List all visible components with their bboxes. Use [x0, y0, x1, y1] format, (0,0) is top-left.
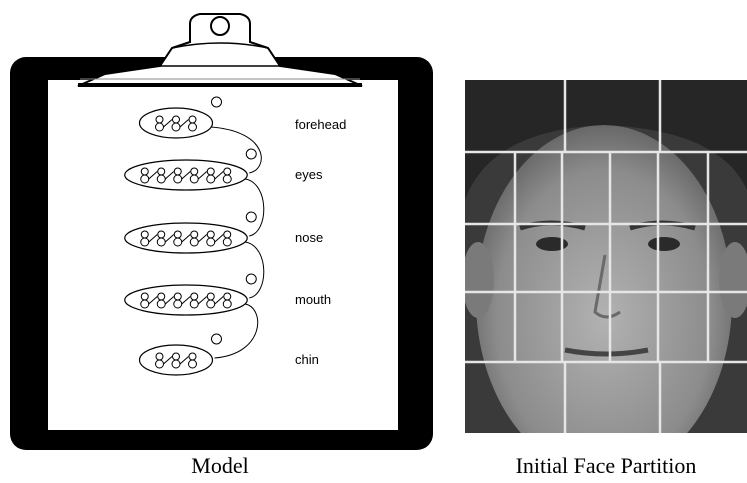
- row-transition: [245, 241, 265, 299]
- state-node: [173, 167, 191, 184]
- clipboard-paper: [48, 80, 398, 430]
- face-shape: [476, 125, 732, 433]
- mouth: [564, 347, 649, 357]
- state-node: [173, 230, 191, 247]
- row-transition: [245, 178, 265, 237]
- state-node: [206, 167, 224, 184]
- row-transition: [210, 126, 262, 174]
- state-node: [156, 292, 175, 309]
- partition-row: [563, 80, 662, 152]
- exit-state: [245, 211, 257, 223]
- state-node: [222, 292, 232, 309]
- model-row-mouth: mouth: [124, 284, 331, 316]
- face-partition-grid: [465, 80, 747, 433]
- exit-state: [245, 273, 257, 285]
- partition-row: [465, 290, 747, 362]
- state-label-mouth: mouth: [295, 292, 331, 307]
- partition-row: [465, 150, 747, 224]
- model-row-forehead: forehead: [138, 107, 346, 139]
- state-node: [171, 352, 189, 369]
- state-node: [155, 352, 173, 369]
- state-node: [206, 292, 224, 309]
- state-node: [156, 230, 175, 247]
- left-ear: [465, 242, 494, 318]
- state-label-nose: nose: [295, 230, 323, 245]
- state-node: [188, 115, 197, 132]
- partition-row: [465, 222, 747, 292]
- model-row-eyes: eyes: [124, 159, 323, 191]
- state-node: [189, 167, 208, 184]
- state-node: [222, 167, 232, 184]
- state-node: [140, 230, 158, 247]
- state-label-eyes: eyes: [295, 167, 323, 182]
- right-ear: [719, 242, 747, 318]
- exit-state: [245, 148, 257, 160]
- state-node: [206, 230, 224, 247]
- state-node: [155, 115, 173, 132]
- state-node: [189, 292, 208, 309]
- state-node: [171, 115, 189, 132]
- partition-row: [465, 360, 747, 433]
- face-image: [465, 80, 747, 433]
- exit-state: [211, 333, 222, 345]
- hmm-model: forehead eyes nose mouth chin: [124, 96, 346, 376]
- clipboard: forehead eyes nose mouth chin: [10, 13, 433, 450]
- state-node: [189, 230, 208, 247]
- face-caption: Initial Face Partition: [516, 453, 697, 478]
- clipboard-clip: [77, 13, 363, 87]
- model-row-chin: chin: [138, 344, 319, 376]
- model-row-nose: nose: [124, 222, 323, 254]
- state-label-chin: chin: [295, 352, 319, 367]
- state-node: [188, 352, 197, 369]
- exit-state: [211, 96, 222, 108]
- right-eye: [648, 237, 680, 251]
- row-transition: [214, 303, 259, 359]
- state-node: [140, 167, 158, 184]
- hair: [465, 80, 747, 200]
- left-eye: [536, 237, 568, 251]
- state-node: [156, 167, 175, 184]
- state-node: [222, 230, 232, 247]
- state-label-forehead: forehead: [295, 117, 346, 132]
- nose: [593, 254, 621, 319]
- state-node: [173, 292, 191, 309]
- state-node: [140, 292, 158, 309]
- model-caption: Model: [191, 453, 248, 478]
